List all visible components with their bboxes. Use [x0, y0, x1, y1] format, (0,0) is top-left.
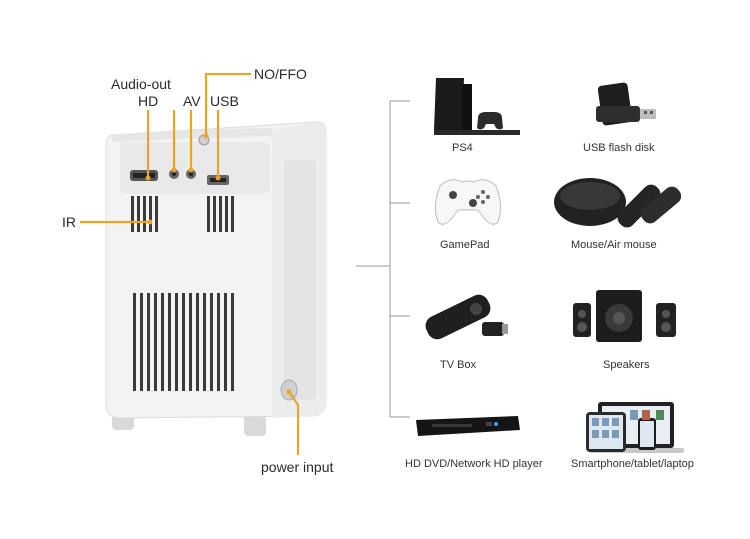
label-av: AV	[183, 93, 201, 109]
caption-mouse: Mouse/Air mouse	[571, 239, 657, 251]
devices-icon	[586, 402, 684, 453]
label-hd: HD	[138, 93, 159, 109]
caption-speakers: Speakers	[603, 359, 650, 371]
label-nofo: NO/FFO	[254, 66, 307, 82]
device-connector	[356, 100, 410, 418]
label-usb: USB	[210, 93, 239, 109]
game-console-icon	[434, 78, 520, 135]
caption-tv-box: TV Box	[440, 359, 477, 371]
label-ir: IR	[62, 214, 76, 230]
caption-smart-devices: Smartphone/tablet/laptop	[571, 458, 694, 470]
callout-power	[288, 391, 300, 455]
label-audio-out: Audio-out	[111, 76, 171, 92]
tv-box-icon	[425, 294, 508, 340]
mouse-icon	[554, 178, 682, 228]
gamepad-icon	[434, 179, 502, 225]
usb-drive-icon	[596, 82, 656, 126]
side-grille	[284, 160, 316, 400]
callout-nofo	[204, 72, 251, 136]
caption-usb-flash-disk: USB flash disk	[583, 142, 655, 154]
upper-vents	[131, 196, 234, 232]
caption-ps4: PS4	[452, 142, 473, 154]
dvd-player-icon	[416, 416, 520, 436]
lower-vents	[133, 293, 234, 391]
projector-foot-right	[244, 414, 266, 436]
speakers-icon	[573, 290, 676, 342]
caption-gamepad: GamePad	[440, 239, 490, 251]
port-panel	[120, 142, 270, 194]
caption-dvd-player: HD DVD/Network HD player	[405, 458, 543, 470]
label-power-input: power input	[261, 459, 334, 475]
